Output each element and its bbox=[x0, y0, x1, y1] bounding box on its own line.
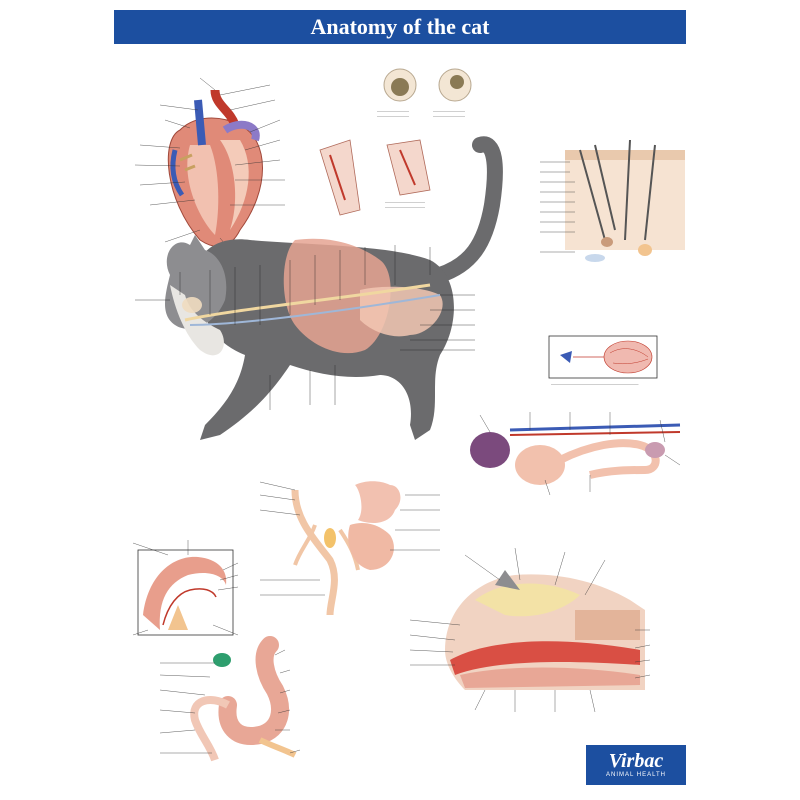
digestive-tract-figure bbox=[159, 636, 301, 762]
head-section-figure bbox=[409, 547, 651, 713]
cat-body-figure bbox=[135, 136, 503, 440]
svg-text:————————: ———————— bbox=[433, 108, 465, 113]
bronchial-tree-figure bbox=[259, 481, 440, 616]
virbac-logo: Virbac ANIMAL HEALTH bbox=[586, 745, 686, 785]
skin-section-figure bbox=[540, 139, 685, 262]
svg-text:—————————————————————————: ————————————————————————— bbox=[551, 382, 639, 386]
heart-valves-figure: ———————————————— ———————————————— ——————… bbox=[319, 68, 472, 216]
inner-ear-figure bbox=[132, 540, 239, 636]
urogenital-figure bbox=[470, 412, 681, 496]
svg-text:——————————: —————————— bbox=[385, 199, 425, 204]
svg-text:——————————: —————————— bbox=[385, 204, 425, 209]
svg-text:————————: ———————— bbox=[377, 108, 409, 113]
heart-figure bbox=[134, 77, 285, 251]
page-title-bar: Anatomy of the cat bbox=[114, 10, 686, 44]
logo-subtitle: ANIMAL HEALTH bbox=[605, 772, 666, 778]
eye-figure: ————————————————————————— bbox=[548, 335, 658, 386]
logo-brand: Virbac bbox=[608, 750, 664, 772]
svg-text:————————: ———————— bbox=[377, 113, 409, 118]
page-title: Anatomy of the cat bbox=[310, 14, 490, 39]
svg-text:————————: ———————— bbox=[433, 113, 465, 118]
